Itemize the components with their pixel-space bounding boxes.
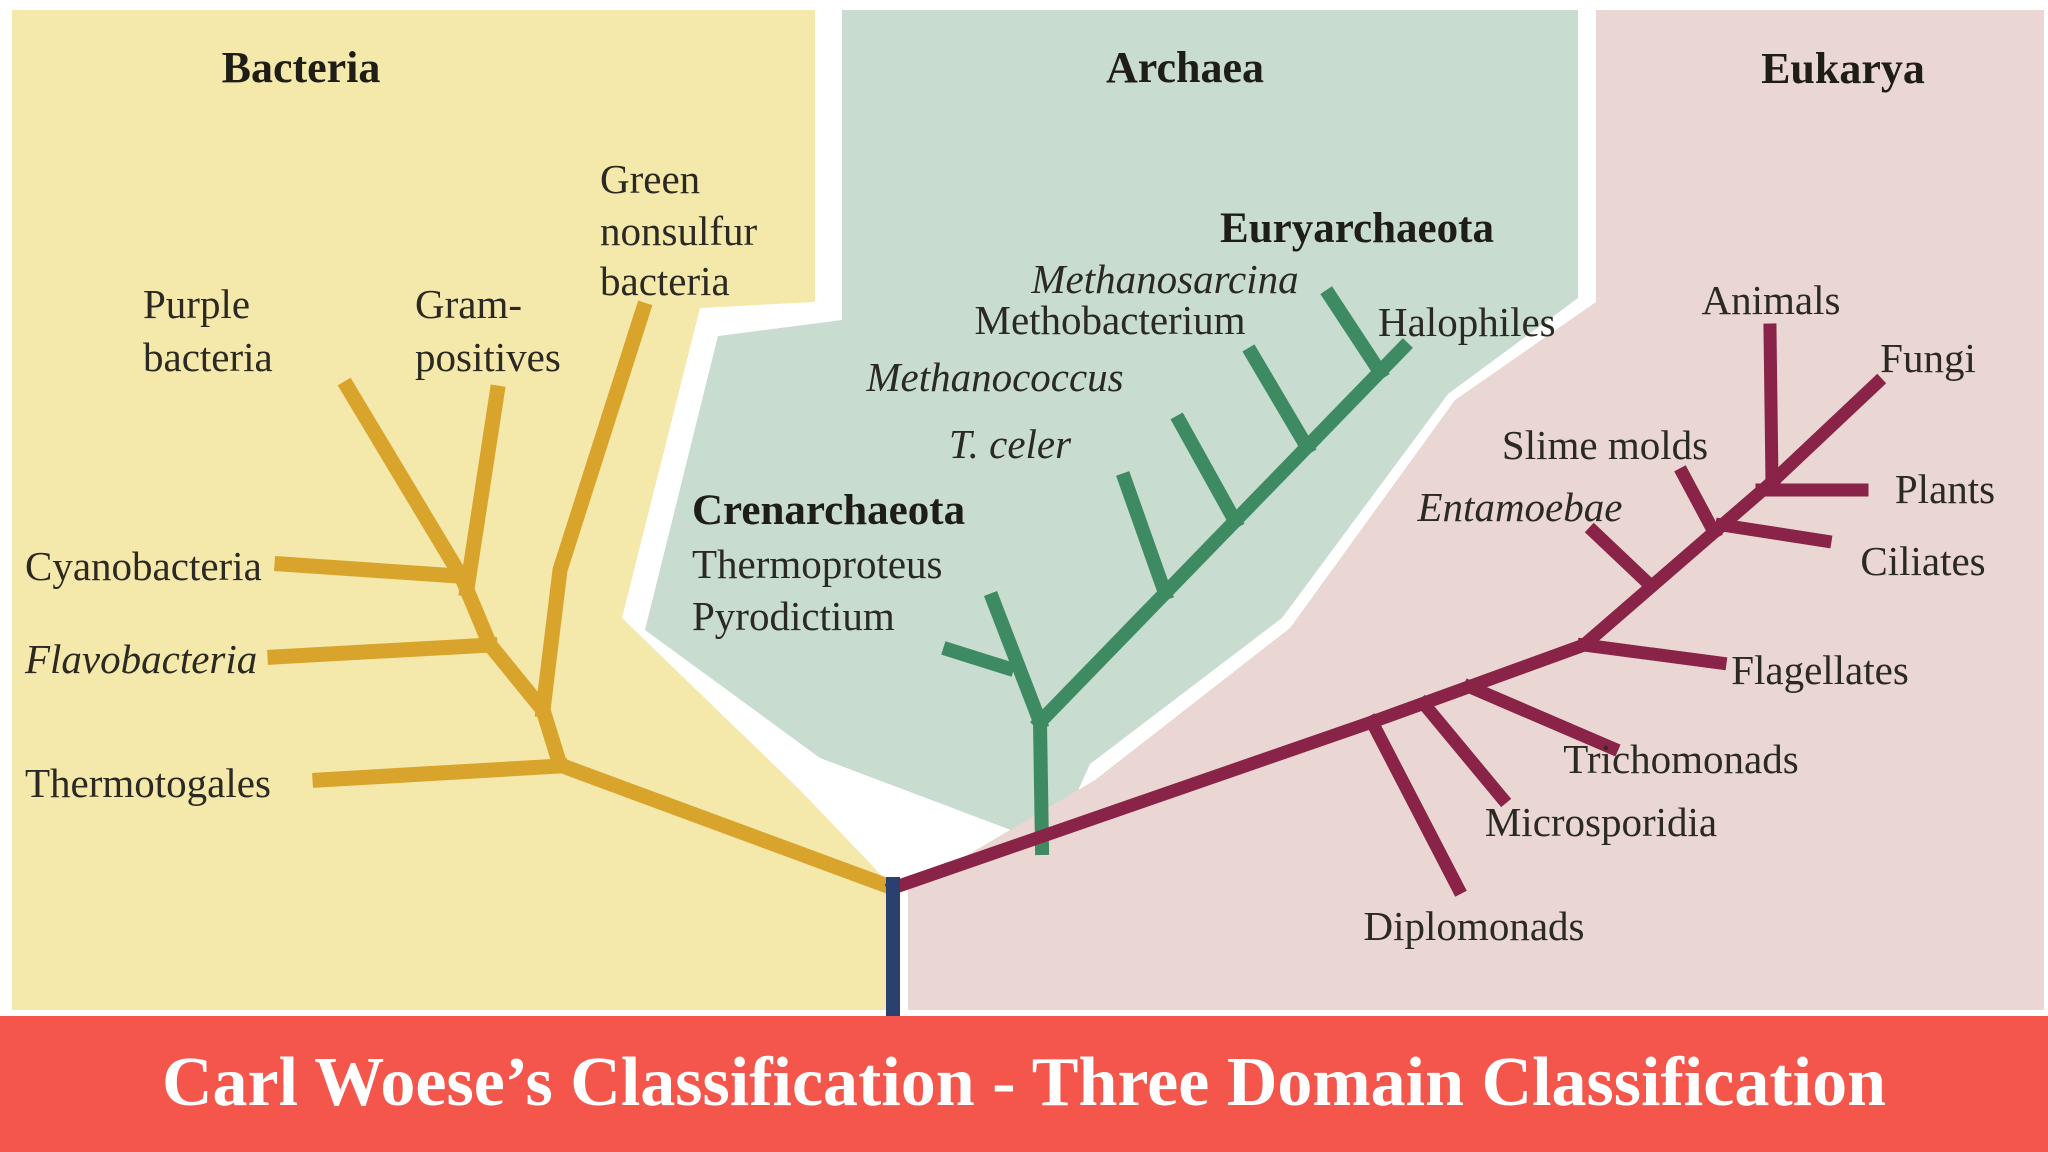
label-trichomonads: Trichomonads <box>1563 736 1798 782</box>
label-slime-molds: Slime molds <box>1502 422 1708 468</box>
branch-green-nonsulfur <box>534 300 653 719</box>
branch-methobacterium <box>1242 344 1317 457</box>
branch-purple-bacteria <box>337 377 473 589</box>
label-euryarchaeota: Euryarchaeota <box>1220 205 1494 252</box>
bacteria-region <box>12 10 886 1010</box>
branch-crenarchaeota <box>983 590 1050 732</box>
archaea-region <box>645 10 1578 846</box>
label-thermotogales: Thermotogales <box>25 760 271 806</box>
label-purple-bacteria-line1: Purple <box>143 281 250 327</box>
title-banner <box>0 1016 2048 1152</box>
branch-slime-molds <box>1674 465 1723 541</box>
eukarya-title: Eukarya <box>1761 44 1925 93</box>
label-halophiles: Halophiles <box>1378 299 1556 345</box>
branch-crenarchaeota-twig <box>941 641 1016 677</box>
bacteria-title: Bacteria <box>222 43 381 92</box>
branch-animals <box>1763 323 1779 489</box>
label-pyrodictium: Pyrodictium <box>692 593 895 639</box>
eukarya-tree <box>884 323 1887 897</box>
label-t-celer: T. celer <box>949 421 1072 467</box>
label-cyanobacteria: Cyanobacteria <box>25 543 262 589</box>
branch-thermotogales <box>312 758 568 788</box>
branch-cyanobacteria <box>274 556 466 584</box>
label-fungi: Fungi <box>1880 335 1976 381</box>
banner-title: Carl Woese’s Classification - Three Doma… <box>162 1044 1886 1121</box>
branch-fungi <box>1762 373 1887 492</box>
archaea-trunk <box>1032 714 1050 856</box>
branch-methanosarcina <box>1320 286 1390 382</box>
label-diplomonads: Diplomonads <box>1364 903 1585 949</box>
archaea-tree <box>941 286 1413 856</box>
label-green-nonsulfur-line1: Green <box>600 156 700 202</box>
label-methanosarcina: Methanosarcina <box>1030 256 1298 302</box>
label-entamoebae: Entamoebae <box>1417 484 1623 530</box>
label-animals: Animals <box>1702 277 1841 323</box>
label-green-nonsulfur-line3: bacteria <box>600 258 730 304</box>
branch-diplomonads <box>1363 713 1467 897</box>
branch-euryarchaeota <box>1030 338 1413 732</box>
label-flagellates: Flagellates <box>1731 647 1909 693</box>
branch-ciliates <box>1714 517 1833 549</box>
branch-microsporidia <box>1414 694 1512 808</box>
label-plants: Plants <box>1895 466 1995 512</box>
branch-t-celer <box>1116 471 1174 602</box>
label-ciliates: Ciliates <box>1860 538 1985 584</box>
label-green-nonsulfur-line2: nonsulfur <box>600 208 758 254</box>
branch-flavobacteria <box>267 637 498 665</box>
archaea-title: Archaea <box>1106 43 1264 92</box>
eukarya-region <box>908 10 2044 1010</box>
branch-trichomonads <box>1461 678 1621 757</box>
label-methobacterium: Methobacterium <box>975 297 1246 343</box>
label-crenarchaeota: Crenarchaeota <box>692 487 965 534</box>
branch-methanococcus <box>1170 412 1245 531</box>
label-flavobacteria: Flavobacteria <box>24 636 257 682</box>
branch-flagellates <box>1576 637 1728 671</box>
label-methanococcus: Methanococcus <box>865 354 1123 400</box>
label-thermoproteus: Thermoproteus <box>692 541 942 587</box>
branch-entamoebae <box>1584 522 1660 595</box>
label-gram-positives-line1: Gram- <box>415 281 522 327</box>
label-microsporidia: Microsporidia <box>1485 799 1717 845</box>
branch-gram-positives <box>458 384 506 598</box>
bacteria-tree <box>267 300 903 898</box>
label-gram-positives-line2: positives <box>415 334 561 380</box>
label-purple-bacteria-line2: bacteria <box>143 334 273 380</box>
